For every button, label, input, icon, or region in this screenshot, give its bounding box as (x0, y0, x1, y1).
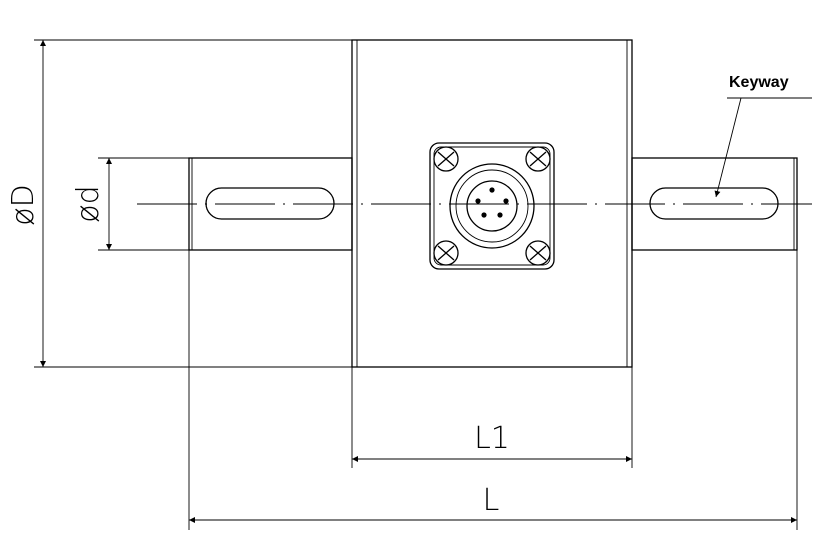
right-keyway-slot (649, 187, 779, 220)
body-length-dimension: L1 (351, 367, 633, 468)
body-length-label: L1 (474, 421, 510, 456)
screw-icon (525, 240, 551, 266)
keyway-label: Keyway (729, 74, 789, 91)
total-length-dimension: L (188, 250, 798, 530)
left-keyway-slot (205, 187, 335, 220)
shaft-diameter-dimension: ød (71, 157, 189, 251)
connector-pins (475, 187, 509, 218)
sensor-body (351, 39, 633, 368)
screw-icon (433, 240, 459, 266)
connector (429, 142, 555, 270)
outer-diameter-dimension: øD (6, 39, 352, 368)
total-length-label: L (483, 483, 500, 518)
screw-icon (525, 146, 551, 172)
screw-icon (433, 146, 459, 172)
outer-diameter-label: øD (6, 184, 41, 225)
shaft-diameter-label: ød (71, 185, 106, 222)
keyway-callout: Keyway (714, 74, 812, 198)
